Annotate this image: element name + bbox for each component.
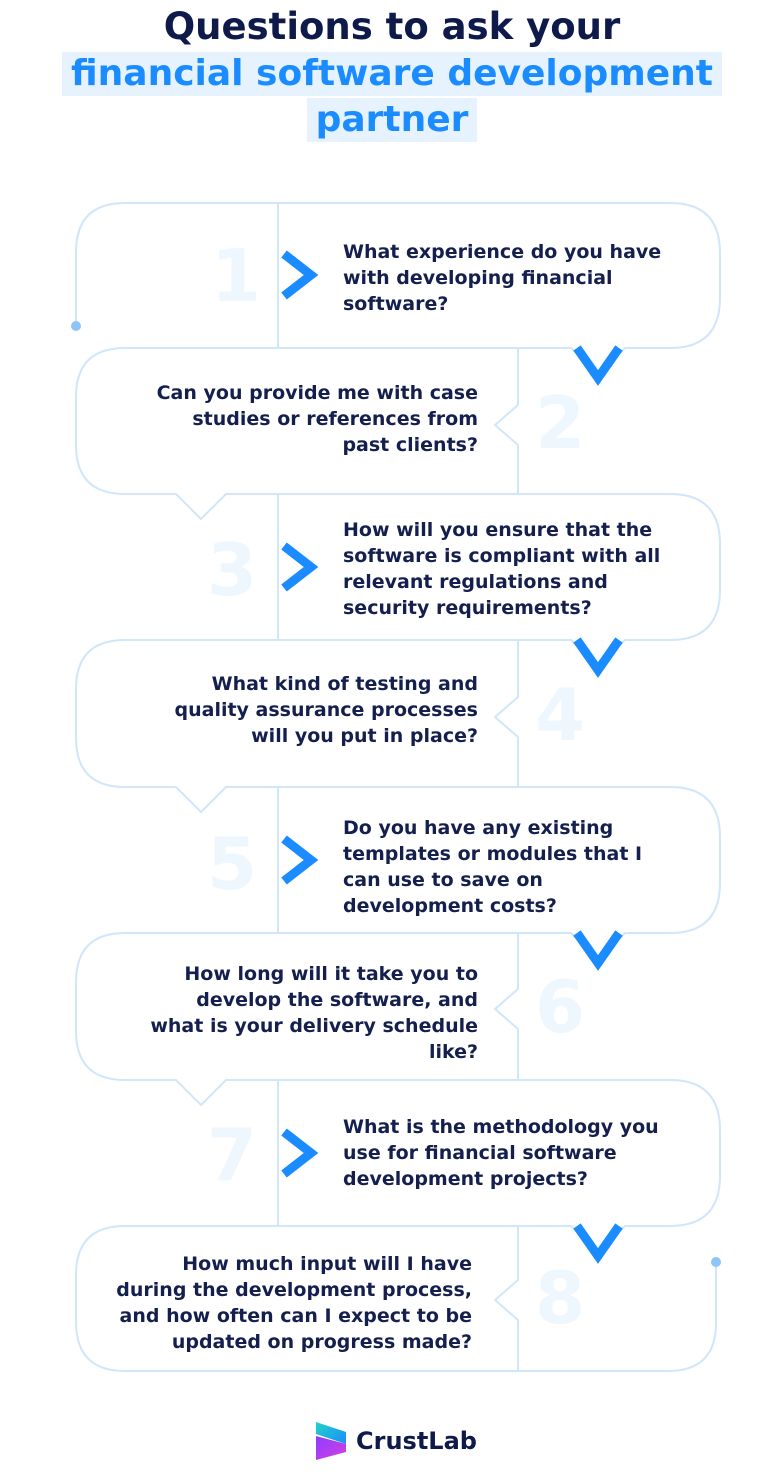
question-number-3: 3 xyxy=(206,528,258,612)
question-number-8: 8 xyxy=(534,1256,586,1340)
question-box-5 xyxy=(277,786,721,961)
question-box-7 xyxy=(277,1079,721,1254)
question-text-line: studies or references from xyxy=(192,408,478,430)
question-text-line: What is the methodology you xyxy=(343,1116,659,1138)
question-text-8: How much input will I have during the de… xyxy=(92,1251,472,1355)
crustlab-logo-icon xyxy=(316,1422,346,1460)
question-text-line: templates or modules that I xyxy=(343,843,643,865)
title-highlight-line-2: financial software development xyxy=(61,52,723,96)
question-text-2: Can you provide me with case studies or … xyxy=(98,380,478,458)
question-text-line: How long will it take you to xyxy=(184,963,478,985)
logo-name: CrustLab xyxy=(356,1427,477,1455)
question-text-line: software? xyxy=(343,293,449,315)
question-text-line: development costs? xyxy=(343,895,557,917)
question-box-8-outline xyxy=(518,1262,717,1372)
chevron-right-icon xyxy=(281,1128,319,1178)
title-line-1: Questions to ask your xyxy=(163,5,621,48)
question-number-6: 6 xyxy=(534,965,586,1049)
question-text-7: What is the methodology you use for fina… xyxy=(343,1114,703,1192)
title-highlight-line-3: partner xyxy=(306,98,478,142)
question-number-4: 4 xyxy=(534,673,586,757)
question-text-line: What kind of testing and xyxy=(211,673,478,695)
question-box-3 xyxy=(277,493,721,668)
question-text-line: How much input will I have xyxy=(182,1253,472,1275)
question-text-line: security requirements? xyxy=(343,597,592,619)
flow-start-dot xyxy=(71,321,81,331)
crustlab-logo: CrustLab xyxy=(314,1420,484,1462)
question-text-line: develop the software, and xyxy=(196,989,478,1011)
question-text-line: will you put in place? xyxy=(251,725,478,747)
question-text-line: What experience do you have xyxy=(343,241,662,263)
question-text-line: quality assurance processes xyxy=(174,699,479,721)
chevron-right-icon xyxy=(281,250,319,300)
chevron-down-icon xyxy=(573,1223,623,1264)
question-box-2 xyxy=(75,347,519,520)
question-text-line: during the development process, xyxy=(116,1279,472,1301)
question-number-7: 7 xyxy=(206,1113,258,1197)
question-number-2: 2 xyxy=(534,381,586,465)
question-text-line: relevant regulations and xyxy=(343,571,608,593)
chevron-down-icon xyxy=(573,930,623,971)
infographic-title: Questions to ask your financial software… xyxy=(0,4,784,142)
question-text-line: Can you provide me with case xyxy=(156,382,478,404)
question-text-line: Do you have any existing xyxy=(343,817,614,839)
chevron-right-icon xyxy=(281,835,319,885)
question-text-line: like? xyxy=(428,1041,478,1063)
question-text-6: How long will it take you to develop the… xyxy=(98,961,478,1065)
question-text-line: updated on progress made? xyxy=(171,1331,472,1353)
question-text-3: How will you ensure that the software is… xyxy=(343,517,703,621)
question-text-line: what is your delivery schedule xyxy=(150,1015,478,1037)
chevron-down-icon xyxy=(573,637,623,678)
question-number-1: 1 xyxy=(210,234,262,318)
question-text-line: can use to save on xyxy=(343,869,543,891)
question-text-4: What kind of testing and quality assuran… xyxy=(98,671,479,749)
question-text-line: past clients? xyxy=(342,434,478,456)
question-text-line: software is compliant with all xyxy=(343,545,661,567)
question-text-line: use for financial software xyxy=(343,1142,617,1164)
chevron-down-icon xyxy=(573,345,623,386)
question-text-5: Do you have any existing templates or mo… xyxy=(343,815,703,919)
question-text-line: development projects? xyxy=(343,1168,588,1190)
question-text-1: What experience do you have with develop… xyxy=(343,239,703,317)
question-box-6 xyxy=(75,932,519,1106)
question-text-line: with developing financial xyxy=(343,267,613,289)
question-text-line: How will you ensure that the xyxy=(343,519,653,541)
question-text-line: and how often can I expect to be xyxy=(119,1305,472,1327)
question-box-1 xyxy=(277,202,721,376)
question-box-1-outline xyxy=(75,202,278,326)
flow-end-dot xyxy=(711,1257,721,1267)
question-box-8 xyxy=(75,1225,519,1372)
question-number-5: 5 xyxy=(206,822,258,906)
chevron-right-icon xyxy=(281,542,319,592)
question-box-4 xyxy=(75,639,519,813)
